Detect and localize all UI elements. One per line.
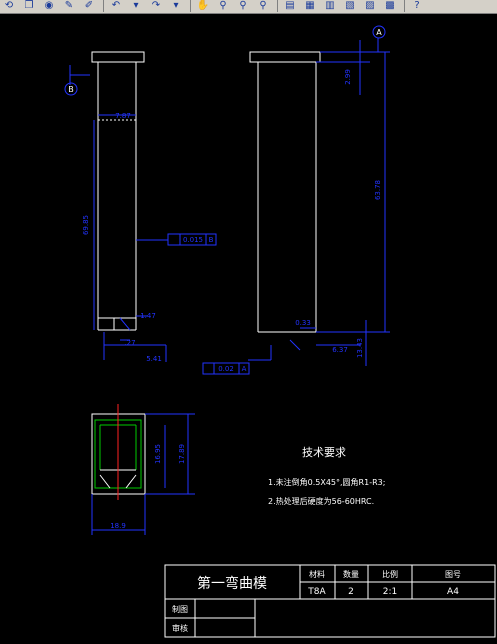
- match-icon[interactable]: ◉: [44, 0, 54, 11]
- datum-b-label: B: [68, 85, 74, 94]
- design-center-icon[interactable]: ▦: [305, 0, 315, 11]
- markup-icon[interactable]: ▨: [365, 0, 375, 11]
- review-label: 审核: [172, 623, 188, 633]
- dim-tolerance: 0.015: [183, 236, 203, 244]
- dim-chamfer2: .27: [124, 339, 135, 347]
- edit-icon[interactable]: ✐: [84, 0, 94, 11]
- dim-tol-ref: B: [209, 236, 214, 244]
- dim-base-width: 5.41: [146, 355, 162, 363]
- calc-icon[interactable]: ▩: [385, 0, 395, 11]
- redraw-icon[interactable]: ⟲: [4, 0, 14, 11]
- dim-section-h1: 16.95: [154, 444, 162, 464]
- toolbar-separator: [404, 0, 405, 12]
- undo-icon[interactable]: ↶: [111, 0, 121, 11]
- tool-palette-icon[interactable]: ▥: [325, 0, 335, 11]
- dim-chamfer1: 1.47: [140, 312, 156, 320]
- dim-right-small: 0.33: [295, 319, 311, 327]
- right-part-view: [249, 51, 321, 333]
- right-dimensions: [202, 38, 390, 375]
- section-view: [91, 404, 195, 535]
- copy-icon[interactable]: ❐: [24, 0, 34, 11]
- left-part-view: [91, 51, 145, 331]
- datum-b-marker: [64, 82, 78, 96]
- pan-icon[interactable]: ✋: [196, 0, 210, 11]
- dropdown-icon[interactable]: ▾: [133, 0, 139, 11]
- title-block-header: 数量: [343, 569, 359, 579]
- zoom-previous-icon[interactable]: ⚲: [259, 0, 267, 11]
- datum-a-marker: [372, 25, 386, 39]
- dim-section-width: 18.9: [110, 522, 126, 530]
- dim-right-bottom-h: 13.43: [356, 338, 364, 358]
- title-block-value: 2:1: [383, 587, 397, 597]
- title-block-header: 图号: [445, 570, 461, 579]
- tech-note-1: 1.未注倒角0.5X45°,圆角R1-R3;: [268, 477, 385, 487]
- help-icon[interactable]: ?: [414, 0, 420, 11]
- title-block-value: 2: [348, 587, 354, 597]
- zoom-realtime-icon[interactable]: ⚲: [219, 0, 227, 11]
- title-block-header: 比例: [382, 569, 398, 579]
- dim-right-height: 63.78: [374, 180, 382, 200]
- dim-height-left: 69.85: [82, 215, 90, 235]
- title-block-header: 材料: [309, 569, 325, 579]
- standard-toolbar: ⟲ ❐ ◉ ✎ ✐ ↶ ▾ ↷ ▾ ✋ ⚲ ⚲ ⚲ ▤ ▦ ▥ ▧ ▨ ▩?: [0, 0, 497, 14]
- title-block-value: T8A: [307, 587, 326, 597]
- dim-perp-ref: A: [242, 365, 247, 373]
- dim-right-bottom-w: 6.37: [332, 346, 348, 354]
- properties-icon[interactable]: ▤: [285, 0, 295, 11]
- draw-label: 制图: [172, 604, 188, 614]
- dim-section-h2: 17.89: [178, 444, 186, 464]
- tech-requirements-title: 技术要求: [302, 446, 346, 459]
- title-block: [164, 564, 496, 638]
- left-dimensions: [69, 65, 217, 362]
- toolbar-separator: [190, 0, 191, 12]
- redo-icon[interactable]: ↷: [151, 0, 161, 11]
- brush-icon[interactable]: ✎: [64, 0, 74, 11]
- part-name: 第一弯曲模: [197, 575, 267, 592]
- sheet-set-icon[interactable]: ▧: [345, 0, 355, 11]
- dim-perp-tolerance: 0.02: [218, 365, 234, 373]
- dim-right-top: 2.99: [344, 69, 352, 85]
- toolbar-separator: [277, 0, 278, 12]
- dropdown-icon[interactable]: ▾: [173, 0, 179, 11]
- tech-note-2: 2.热处理后硬度为56-60HRC.: [268, 496, 374, 506]
- datum-a-label: A: [376, 28, 382, 37]
- title-block-value: A4: [447, 587, 459, 597]
- drawing-canvas[interactable]: B 7.87 69.85 0.015 B 1.47 .27 5.41 A 2.9…: [0, 14, 497, 640]
- toolbar-separator: [103, 0, 104, 12]
- dim-width-top: 7.87: [115, 112, 131, 120]
- zoom-window-icon[interactable]: ⚲: [239, 0, 247, 11]
